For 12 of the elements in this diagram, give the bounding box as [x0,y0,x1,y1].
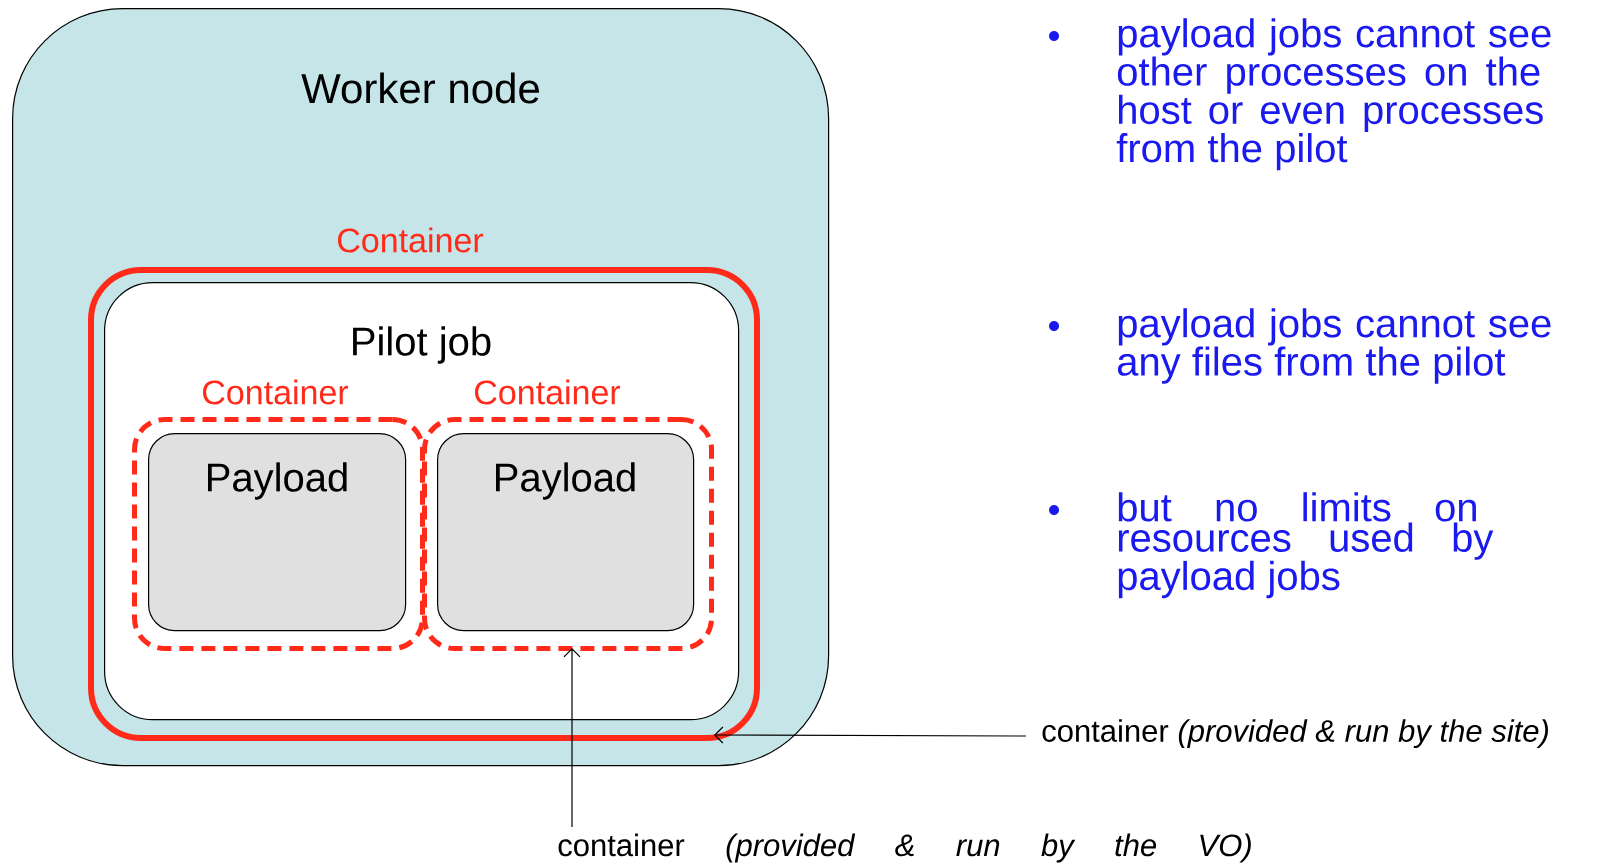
note-text: container (provided & run by the VO) [558,833,1251,863]
node-label: Container [203,379,349,405]
note-text: container (provided & run by the site) [1042,719,1548,749]
node-label: Container [338,227,484,253]
bullet-text: payload jobs cannot see other processes on the host or even processes from the pilot [1116,18,1551,171]
node-label: Container [475,379,621,405]
arrow [563,648,581,828]
bullet-text: payload jobs cannot see any files from the pilot [1117,308,1551,384]
arrow [714,726,1027,744]
payload-box: Payload [437,433,695,632]
bullet-text: but no limits on resources used by payload jobs [1118,492,1494,599]
payload-box: Payload [148,433,407,632]
